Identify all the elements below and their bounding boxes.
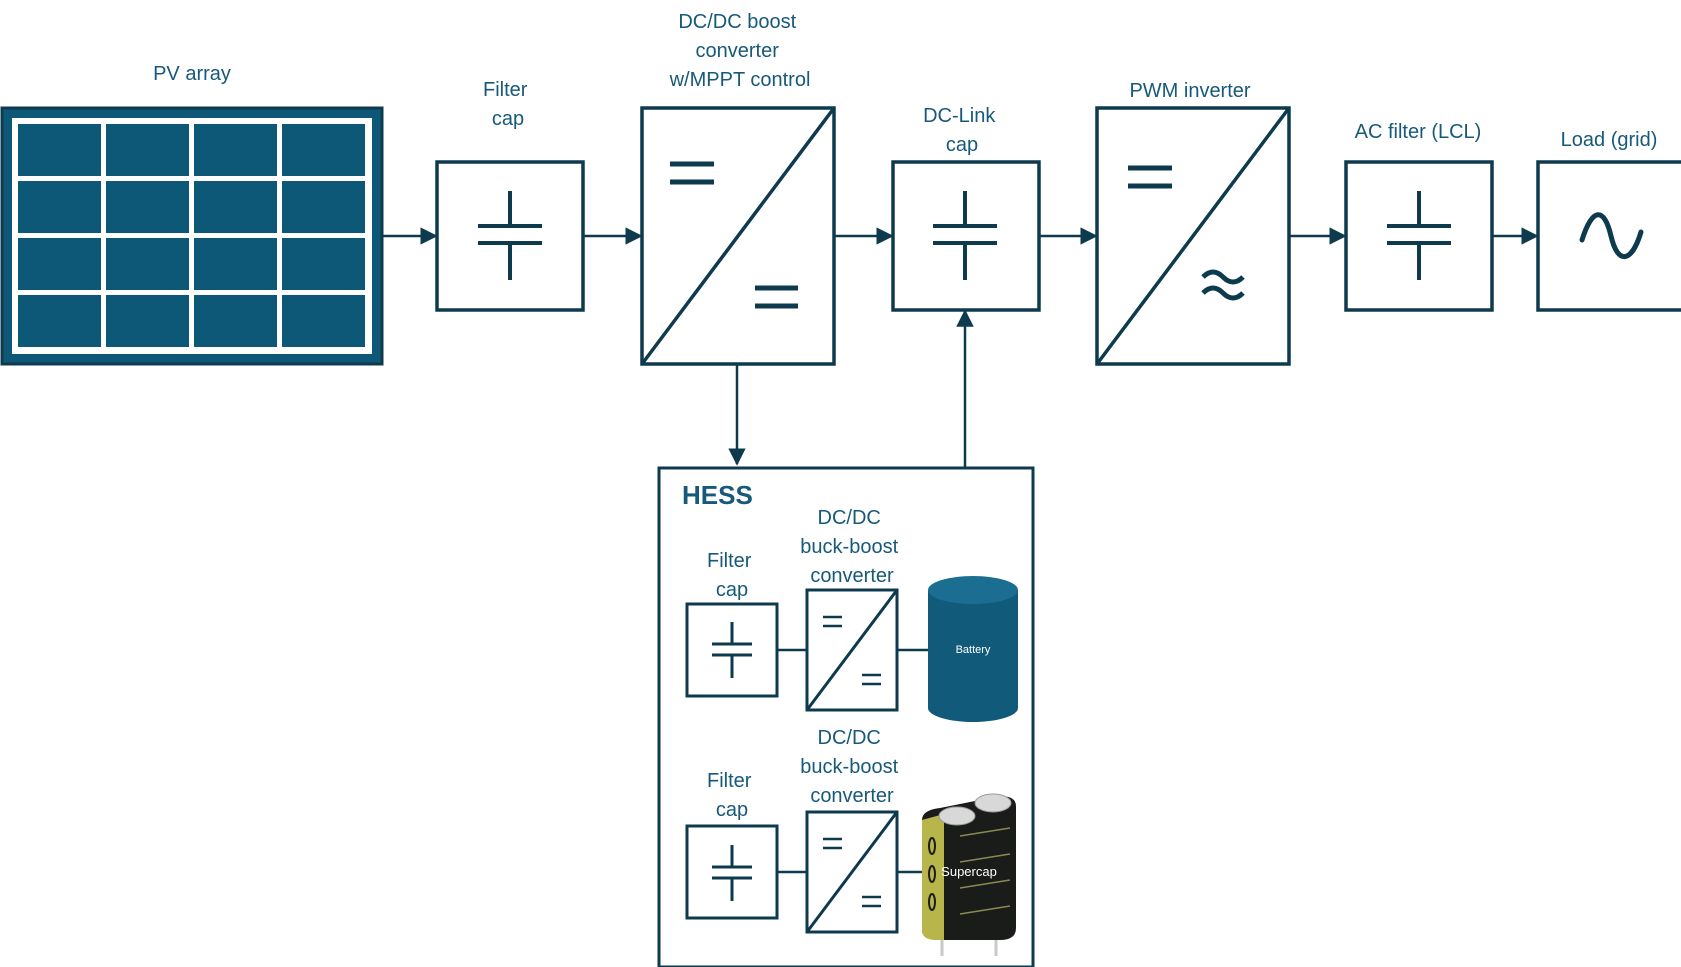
- capacitor-icon: [712, 622, 752, 678]
- battery-icon: [928, 576, 1018, 722]
- capacitor-icon: [933, 191, 997, 280]
- ac-sine-icon: [1579, 212, 1644, 260]
- dc-dc-converter-icon: [640, 106, 836, 366]
- capacitor-icon: [712, 845, 752, 901]
- battery-label: Battery: [956, 644, 991, 656]
- pv-cell: [282, 238, 365, 290]
- pv-cell: [18, 124, 101, 176]
- filter-cap-label: Filter cap: [483, 79, 533, 130]
- pv-cell: [282, 124, 365, 176]
- pv-cell: [282, 181, 365, 233]
- pv-cell: [18, 238, 101, 290]
- dc-ac-inverter-icon: [1095, 106, 1291, 366]
- hess-row1-filter-label: Filter cap: [707, 550, 757, 601]
- hess-row1-filter-cap-box: [685, 602, 779, 698]
- pv-cell: [194, 181, 277, 233]
- pv-cell: [194, 124, 277, 176]
- pwm-inverter-label: PWM inverter: [1129, 80, 1250, 102]
- pv-cell: [106, 124, 189, 176]
- pv-cell: [282, 295, 365, 347]
- hess-row2-filter-label: Filter cap: [707, 770, 757, 821]
- hess-row1-converter-label: DC/DC buck-boost converter: [800, 507, 903, 587]
- boost-converter-label: DC/DC boost converter w/MPPT control: [669, 11, 811, 91]
- dc-dc-converter-icon: [805, 589, 899, 711]
- pv-array-label: PV array: [153, 63, 231, 85]
- hess-title: HESS: [682, 480, 753, 510]
- pv-cell: [106, 295, 189, 347]
- load-grid-label: Load (grid): [1561, 129, 1658, 151]
- supercapacitor-icon: [922, 793, 1016, 956]
- pv-cell: [106, 238, 189, 290]
- capacitor-icon: [1387, 191, 1451, 280]
- pv-array: [0, 106, 384, 366]
- ac-filter-label: AC filter (LCL): [1355, 121, 1482, 143]
- dc-dc-converter-icon: [805, 811, 899, 933]
- ac-filter-box: [1344, 160, 1494, 312]
- filter-cap-box: [435, 160, 585, 312]
- supercap-label: Supercap: [941, 864, 997, 879]
- hess-row2-converter-label: DC/DC buck-boost converter: [800, 727, 903, 807]
- pv-cell: [194, 295, 277, 347]
- dc-link-cap-label: DC-Link cap: [923, 105, 1001, 156]
- pv-cell: [18, 295, 101, 347]
- pv-cell: [106, 181, 189, 233]
- pv-cell: [18, 181, 101, 233]
- pv-cells-grid: [18, 124, 365, 347]
- pv-cell: [194, 238, 277, 290]
- dc-link-cap-box: [891, 160, 1041, 312]
- capacitor-icon: [478, 191, 542, 280]
- hess-row2-filter-cap-box: [685, 824, 779, 920]
